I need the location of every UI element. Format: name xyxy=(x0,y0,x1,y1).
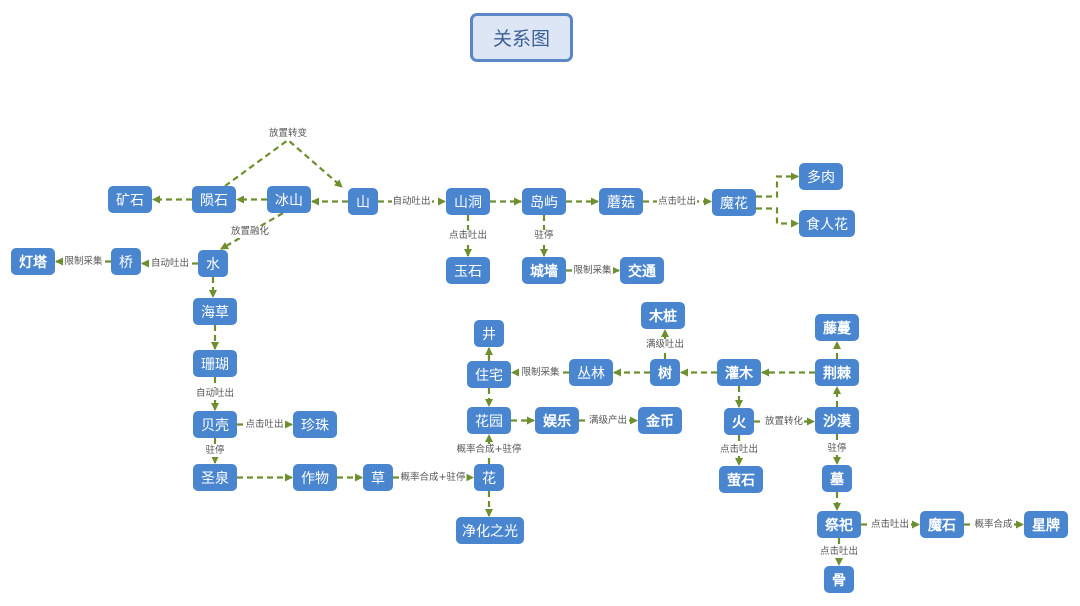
node-dengta[interactable]: 灯塔 xyxy=(11,248,55,275)
node-mu[interactable]: 墓 xyxy=(822,465,852,492)
edge-label: 点击吐出 xyxy=(869,518,911,531)
edge-label: 概率合成+驻停 xyxy=(455,443,523,456)
node-shirenhua[interactable]: 食人花 xyxy=(799,210,855,237)
node-yunshi[interactable]: 陨石 xyxy=(192,186,236,213)
node-xingpai[interactable]: 星牌 xyxy=(1024,511,1068,538)
edge-label: 自动吐出 xyxy=(149,257,191,270)
node-jingji[interactable]: 荆棘 xyxy=(815,359,859,386)
edge-mohua-shirenhua xyxy=(756,207,799,228)
node-muzhuang[interactable]: 木桩 xyxy=(641,302,685,329)
edge-yunshi-shan xyxy=(224,138,343,188)
node-conglin[interactable]: 丛林 xyxy=(569,359,613,386)
edge-label: 点击吐出 xyxy=(447,229,489,242)
node-daoyu[interactable]: 岛屿 xyxy=(522,188,566,215)
node-duorou[interactable]: 多肉 xyxy=(799,163,843,190)
node-zhuzhai[interactable]: 住宅 xyxy=(467,361,511,388)
node-mohua[interactable]: 魔花 xyxy=(712,189,756,216)
node-tengman[interactable]: 藤蔓 xyxy=(815,314,859,341)
edge-label: 概率合成 xyxy=(973,518,1014,531)
node-kuangshi[interactable]: 矿石 xyxy=(108,186,152,213)
edge-label: 点击吐出 xyxy=(718,444,760,456)
node-zuowu[interactable]: 作物 xyxy=(293,464,337,491)
node-shanhu[interactable]: 珊瑚 xyxy=(193,350,237,377)
node-shui[interactable]: 水 xyxy=(198,250,228,277)
edge-label: 放置转化 xyxy=(763,415,805,428)
node-huo[interactable]: 火 xyxy=(724,408,754,435)
edge-label: 限制采集 xyxy=(63,255,104,268)
node-guanmu[interactable]: 灌木 xyxy=(717,359,761,386)
node-jinghua[interactable]: 净化之光 xyxy=(456,517,524,544)
edge-label: 满级吐出 xyxy=(644,338,686,351)
node-shan[interactable]: 山 xyxy=(348,188,378,215)
node-beike[interactable]: 贝壳 xyxy=(193,411,237,438)
edge-label: 驻停 xyxy=(533,229,555,242)
node-jinbi[interactable]: 金币 xyxy=(638,407,682,434)
edge-label: 放置融化 xyxy=(229,226,271,238)
diagram-title: 关系图 xyxy=(470,13,573,62)
node-shamo[interactable]: 沙漠 xyxy=(815,407,859,434)
edge-label: 放置转变 xyxy=(267,128,309,140)
node-yule[interactable]: 娱乐 xyxy=(535,407,579,434)
node-zhenzhu[interactable]: 珍珠 xyxy=(293,411,337,438)
node-yushi[interactable]: 玉石 xyxy=(446,257,490,284)
node-shu[interactable]: 树 xyxy=(650,359,680,386)
edge-label: 满级产出 xyxy=(587,414,629,427)
node-haicao[interactable]: 海草 xyxy=(193,298,237,325)
node-yingshi[interactable]: 萤石 xyxy=(719,466,763,493)
node-jiaotong[interactable]: 交通 xyxy=(620,257,664,284)
edge-label: 点击吐出 xyxy=(656,195,698,208)
node-chengqiang[interactable]: 城墙 xyxy=(522,257,566,284)
node-cao[interactable]: 草 xyxy=(363,464,393,491)
edge-label: 点击吐出 xyxy=(818,545,860,558)
edge-label: 概率合成+驻停 xyxy=(399,471,467,484)
node-gu[interactable]: 骨 xyxy=(824,566,854,593)
node-huayuan[interactable]: 花园 xyxy=(467,407,511,434)
node-hua[interactable]: 花 xyxy=(474,464,504,491)
edge-label: 限制采集 xyxy=(572,264,613,277)
edge-label: 自动吐出 xyxy=(194,387,236,400)
node-jing[interactable]: 井 xyxy=(474,320,504,347)
edge-label: 驻停 xyxy=(826,443,848,455)
node-shandong[interactable]: 山洞 xyxy=(446,188,490,215)
node-mogu[interactable]: 蘑菇 xyxy=(599,188,643,215)
edge-label: 限制采集 xyxy=(520,366,561,379)
edge-mohua-duorou xyxy=(756,172,799,198)
node-jisi[interactable]: 祭祀 xyxy=(817,511,861,538)
node-qiao[interactable]: 桥 xyxy=(111,248,141,275)
edge-label: 驻停 xyxy=(204,444,226,457)
node-shengquan[interactable]: 圣泉 xyxy=(193,464,237,491)
edge-label: 自动吐出 xyxy=(391,195,432,208)
edge-label: 点击吐出 xyxy=(244,418,285,431)
node-moshi[interactable]: 魔石 xyxy=(920,511,964,538)
node-bingshan[interactable]: 冰山 xyxy=(267,186,311,213)
